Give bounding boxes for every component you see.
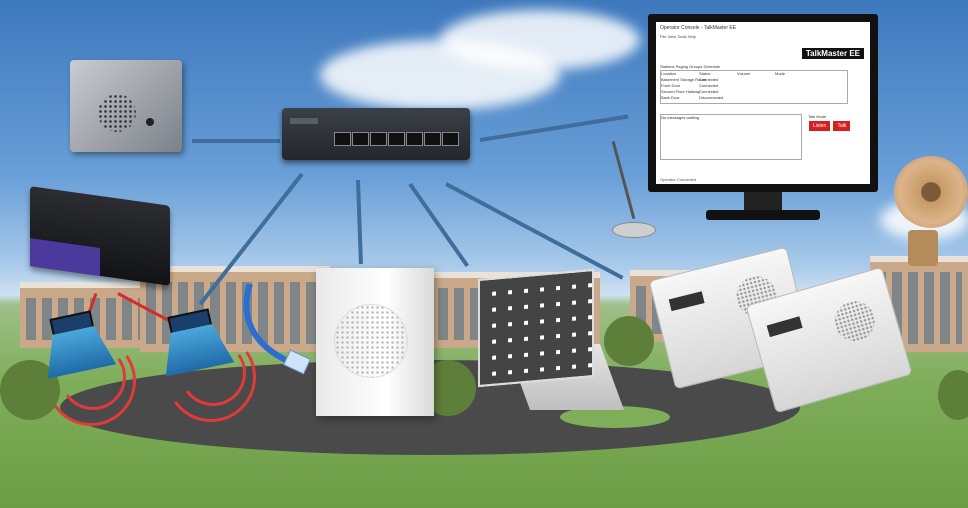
table-row[interactable]: Basement Storage RoomConnected — [661, 77, 719, 82]
monitor-icon: Operator Console - TalkMaster EE File Vi… — [648, 14, 878, 220]
network-link — [445, 182, 624, 280]
router-icon — [30, 186, 170, 286]
talkmaster-logo: TalkMaster EE — [801, 48, 864, 59]
call-box-icon — [70, 60, 182, 152]
message-log: No messages waiting — [660, 114, 802, 160]
grass-island — [560, 406, 670, 428]
network-switch-icon — [282, 108, 470, 160]
menu-bar[interactable]: File View Tools Help — [660, 34, 696, 39]
talk-mode-label: Talk Mode — [808, 114, 827, 119]
siren-icon — [884, 150, 968, 270]
ceiling-speaker-icon — [478, 268, 625, 412]
tree — [938, 370, 968, 420]
table-row[interactable]: Second Floor HallwayConnected — [661, 89, 719, 94]
wall-speaker-icon — [316, 268, 434, 416]
cloud — [440, 10, 640, 70]
network-link — [356, 179, 363, 265]
talk-button[interactable]: Talk — [833, 121, 851, 131]
talk-mode-panel: Talk Mode Listen Talk — [808, 114, 864, 133]
network-link — [479, 114, 629, 142]
tab-bar[interactable]: Stations Paging Groups Schedule — [660, 64, 721, 69]
tree — [604, 316, 654, 366]
microphone-icon — [611, 140, 662, 240]
network-link — [408, 182, 469, 268]
listen-button[interactable]: Listen — [809, 121, 831, 131]
network-link — [192, 139, 280, 143]
console-screen: Operator Console - TalkMaster EE File Vi… — [656, 22, 870, 184]
ethernet-cable-icon — [243, 284, 312, 375]
window-title: Operator Console - TalkMaster EE — [660, 25, 737, 31]
status-bar: Operator Connected — [660, 177, 697, 182]
